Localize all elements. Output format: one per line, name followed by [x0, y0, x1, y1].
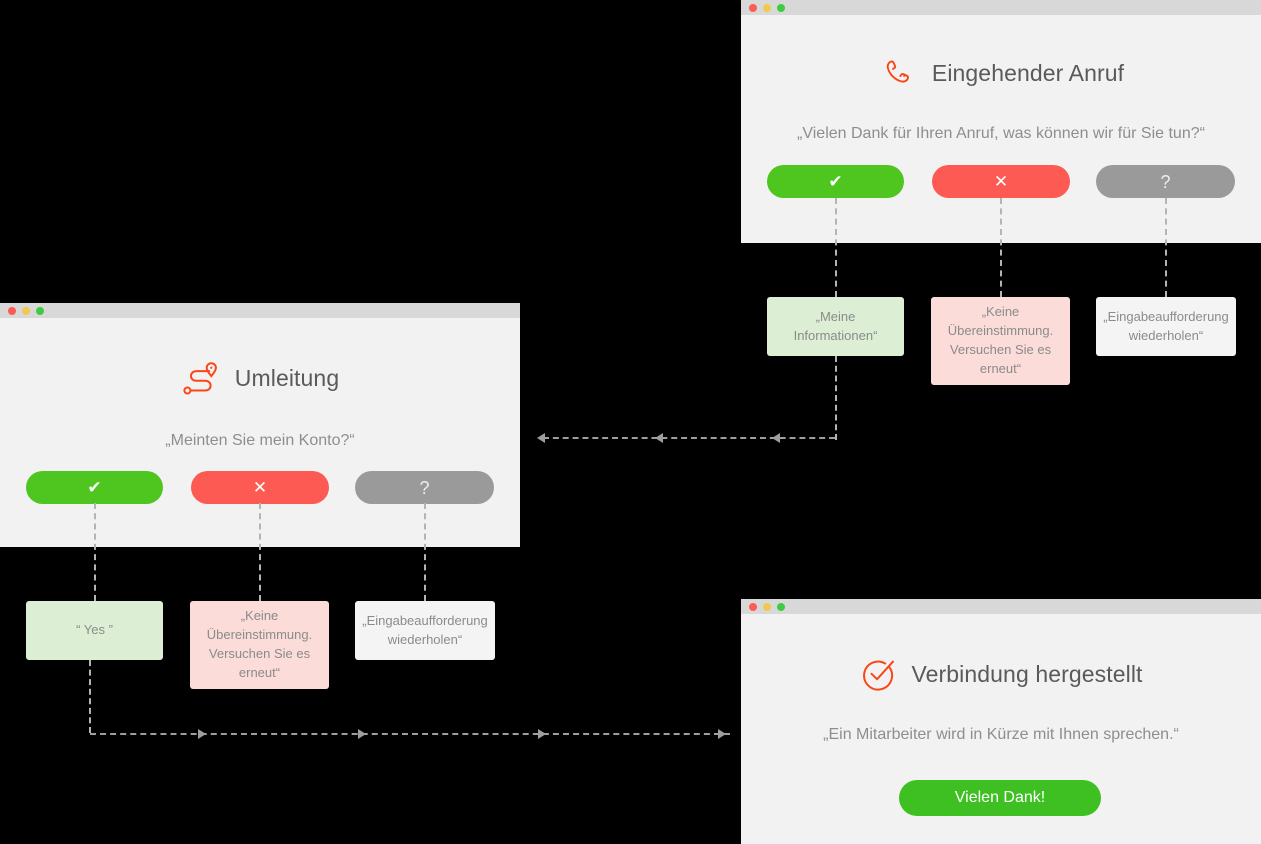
choice-no-incoming-call[interactable]: ✕: [932, 165, 1070, 198]
connector-redirect-maybe: [424, 503, 426, 601]
choice-no-redirect[interactable]: ✕: [191, 471, 329, 504]
connector-incoming-maybe: [1165, 198, 1167, 297]
answer-card-text: „Keine Übereinstimmung. Versuchen Sie es…: [206, 608, 313, 680]
route-icon: [181, 358, 221, 398]
question-mark-icon: ?: [419, 477, 430, 498]
titlebar-incoming-call[interactable]: [741, 0, 1261, 15]
answer-card-text: „Keine Übereinstimmung. Versuchen Sie es…: [947, 304, 1054, 376]
answer-card-repeat-prompt-incoming[interactable]: „Eingabeaufforderung wiederholen“: [1096, 297, 1236, 356]
subtitle-incoming-call: „Vielen Dank für Ihren Anruf, was können…: [797, 125, 1205, 142]
titlebar-redirect[interactable]: [0, 303, 520, 318]
arrow-right-4: [718, 729, 726, 739]
arrow-right-2: [358, 729, 366, 739]
arrow-left-3: [772, 433, 780, 443]
choice-yes-incoming-call[interactable]: ✔: [767, 165, 904, 198]
question-mark-icon: ?: [1160, 171, 1171, 192]
answer-card-no-match-incoming[interactable]: „Keine Übereinstimmung. Versuchen Sie es…: [931, 297, 1070, 385]
connector-incoming-yes: [835, 198, 837, 297]
check-icon: ✔: [87, 478, 102, 497]
arrow-left-2: [655, 433, 663, 443]
answer-card-yes[interactable]: “ Yes ”: [26, 601, 163, 660]
connector-redirect-yes: [94, 503, 96, 601]
window-body-incoming-call: Eingehender Anruf „Vielen Dank für Ihren…: [741, 15, 1261, 243]
minimize-button[interactable]: [22, 306, 30, 315]
arrow-right-3: [538, 729, 546, 739]
answer-card-no-match-redirect[interactable]: „Keine Übereinstimmung. Versuchen Sie es…: [190, 601, 329, 689]
connector-yes-down: [89, 660, 91, 733]
answer-card-text: „Eingabeaufforderung wiederholen“: [362, 612, 488, 647]
answer-card-my-information[interactable]: „Meine Informationen“: [767, 297, 904, 356]
subtitle-redirect: „Meinten Sie mein Konto?“: [165, 432, 355, 449]
window-title-connected: Verbindung hergestellt: [911, 660, 1143, 687]
answer-card-text: „Eingabeaufforderung wiederholen“: [1103, 308, 1229, 343]
minimize-button[interactable]: [763, 602, 771, 611]
window-title-incoming-call: Eingehender Anruf: [931, 59, 1125, 86]
choice-yes-redirect[interactable]: ✔: [26, 471, 163, 504]
close-button[interactable]: [749, 3, 757, 12]
titlebar-connected[interactable]: [741, 599, 1261, 614]
window-title-redirect: Umleitung: [234, 364, 340, 391]
choice-maybe-redirect[interactable]: ?: [355, 471, 494, 504]
choice-row-redirect: ✔ ✕ ?: [0, 471, 520, 504]
arrow-right-1: [198, 729, 206, 739]
maximize-button[interactable]: [777, 3, 785, 12]
check-icon: ✔: [828, 172, 843, 191]
check-circle-icon: [859, 654, 899, 694]
choice-maybe-incoming-call[interactable]: ?: [1096, 165, 1235, 198]
maximize-button[interactable]: [36, 306, 44, 315]
connector-my-information-down: [835, 356, 837, 440]
connector-return-horizontal: [543, 437, 835, 439]
connector-forward-horizontal: [90, 733, 730, 735]
answer-card-repeat-prompt-redirect[interactable]: „Eingabeaufforderung wiederholen“: [355, 601, 495, 660]
close-button[interactable]: [749, 602, 757, 611]
choice-row-incoming-call: ✔ ✕ ?: [741, 165, 1261, 198]
maximize-button[interactable]: [777, 602, 785, 611]
window-incoming-call[interactable]: Eingehender Anruf „Vielen Dank für Ihren…: [741, 0, 1261, 243]
answer-card-text: „Meine Informationen“: [793, 308, 878, 343]
connector-incoming-no: [1000, 198, 1002, 297]
subtitle-connected: „Ein Mitarbeiter wird in Kürze mit Ihnen…: [823, 726, 1179, 743]
arrow-left-1: [537, 433, 545, 443]
thank-you-button[interactable]: Vielen Dank!: [899, 780, 1101, 816]
heading-redirect: Umleitung: [0, 358, 520, 398]
answer-card-text: “ Yes ”: [76, 622, 113, 638]
cross-icon: ✕: [993, 172, 1009, 191]
heading-connected: Verbindung hergestellt: [741, 654, 1261, 694]
minimize-button[interactable]: [763, 3, 771, 12]
phone-icon: [878, 53, 918, 93]
cross-icon: ✕: [252, 478, 268, 497]
close-button[interactable]: [8, 306, 16, 315]
connector-redirect-no: [259, 503, 261, 601]
thank-you-button-label: Vielen Dank!: [954, 789, 1046, 806]
window-connected[interactable]: Verbindung hergestellt „Ein Mitarbeiter …: [741, 599, 1261, 844]
window-body-connected: Verbindung hergestellt „Ein Mitarbeiter …: [741, 614, 1261, 844]
heading-incoming-call: Eingehender Anruf: [741, 53, 1261, 93]
